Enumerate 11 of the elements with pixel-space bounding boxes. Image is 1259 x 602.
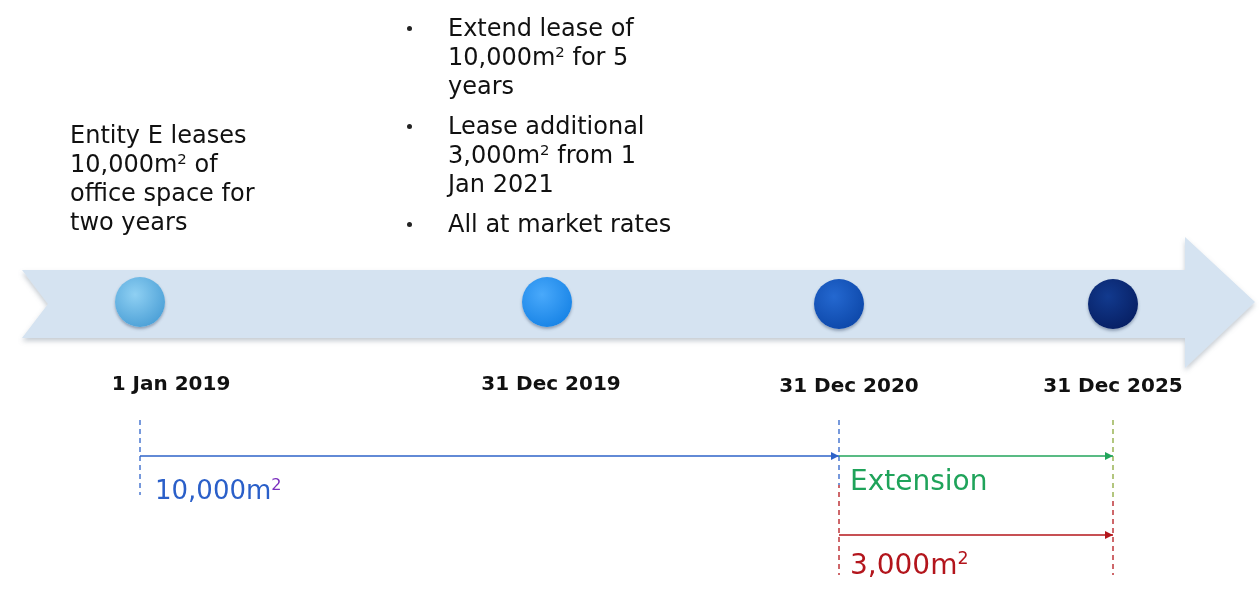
bullet-item: Lease additional 3,000m$^{2}$ from 1 Jan 2021: [405, 112, 670, 199]
bullet-item: All at market rates: [405, 210, 708, 239]
period-label: 3,000m$^{2}$: [850, 550, 969, 581]
date-label: 31 Dec 2020: [779, 373, 919, 397]
description-text: Entity E leases 10,000m$^{2}$ of office space for two years: [70, 121, 256, 237]
period-label: Extension: [850, 466, 988, 497]
date-label: 1 Jan 2019: [111, 371, 231, 395]
bullet-item: Extend lease of 10,000m$^{2}$ for 5 years: [405, 14, 678, 101]
date-label: 31 Dec 2019: [481, 371, 621, 395]
date-label: 31 Dec 2025: [1043, 373, 1183, 397]
period-label: 10,000m$^{2}$: [155, 476, 282, 505]
